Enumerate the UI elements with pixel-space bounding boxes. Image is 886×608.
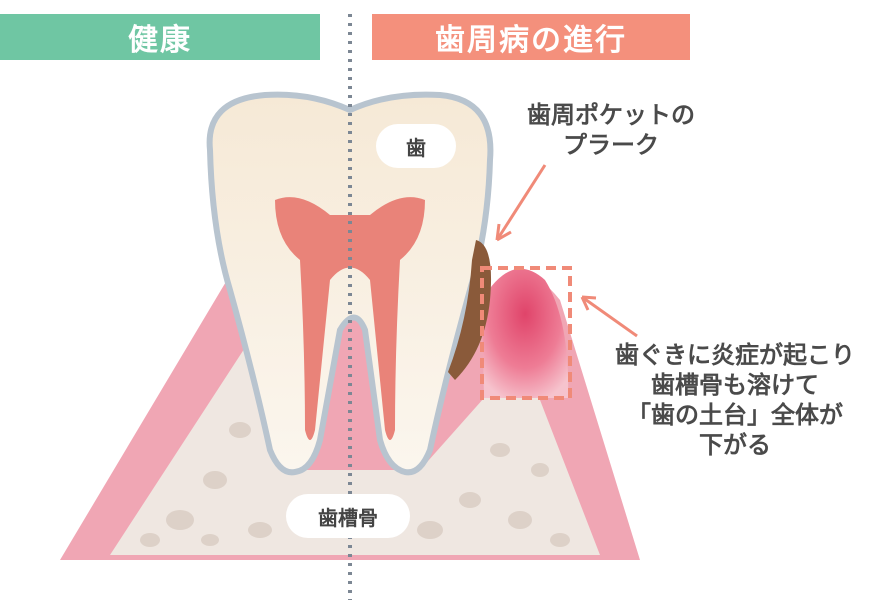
plaque-callout-line: 歯周ポケットの	[527, 101, 695, 129]
gum-callout: 歯ぐきに炎症が起こり 歯槽骨も溶けて 「歯の土台」全体が 下がる	[590, 340, 880, 460]
inflammation-highlight-box	[480, 266, 572, 400]
tooth-label-text: 歯	[406, 135, 426, 160]
healthy-banner: 健康	[0, 14, 320, 60]
plaque-arrow	[495, 164, 547, 242]
periodontal-progress-label: 歯周病の進行	[435, 23, 627, 58]
inflamed-gum	[482, 268, 569, 398]
gum-callout-line: 下がる	[699, 431, 771, 459]
periodontal-progress-banner: 歯周病の進行	[372, 14, 690, 60]
tooth-outline	[206, 91, 494, 476]
plaque	[448, 240, 492, 380]
plaque-callout-line: プラーク	[563, 131, 659, 159]
tooth-label: 歯	[376, 124, 456, 168]
plaque-callout: 歯周ポケットの プラーク	[506, 100, 716, 160]
gum-callout-line: 「歯の土台」全体が	[627, 401, 843, 429]
gum-arrow	[580, 295, 638, 338]
gum-callout-line: 歯槽骨も溶けて	[651, 371, 819, 399]
bone-texture	[140, 422, 570, 547]
alveolar-bone-label-text: 歯槽骨	[318, 505, 378, 530]
gum-callout-line: 歯ぐきに炎症が起こり	[615, 341, 855, 369]
healthy-label: 健康	[128, 23, 192, 58]
tooth-pulp	[275, 197, 425, 440]
alveolar-bone-label: 歯槽骨	[286, 494, 410, 538]
